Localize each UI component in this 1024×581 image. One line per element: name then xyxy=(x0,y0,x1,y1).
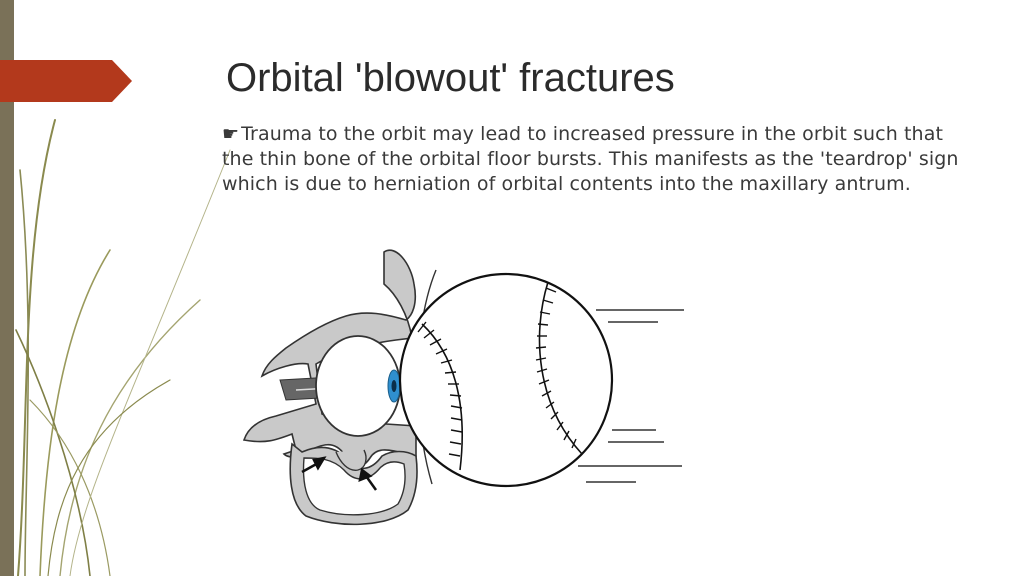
right-pointing-hand-icon: ☛ xyxy=(222,123,240,145)
pressure-arrow-icon xyxy=(301,456,378,491)
orbital-blowout-fracture-illustration xyxy=(242,249,684,526)
side-accent-bar xyxy=(0,0,14,576)
baseball-icon xyxy=(398,272,614,488)
eyeball-icon xyxy=(315,335,401,437)
decorative-grass-icon xyxy=(15,119,231,576)
title-accent-tab xyxy=(0,60,132,102)
bullet-text: Trauma to the orbit may lead to increase… xyxy=(222,123,959,195)
slide-title: Orbital 'blowout' fractures xyxy=(226,56,675,100)
bullet-paragraph: ☛Trauma to the orbit may lead to increas… xyxy=(222,122,962,197)
motion-lines-icon xyxy=(578,309,684,483)
